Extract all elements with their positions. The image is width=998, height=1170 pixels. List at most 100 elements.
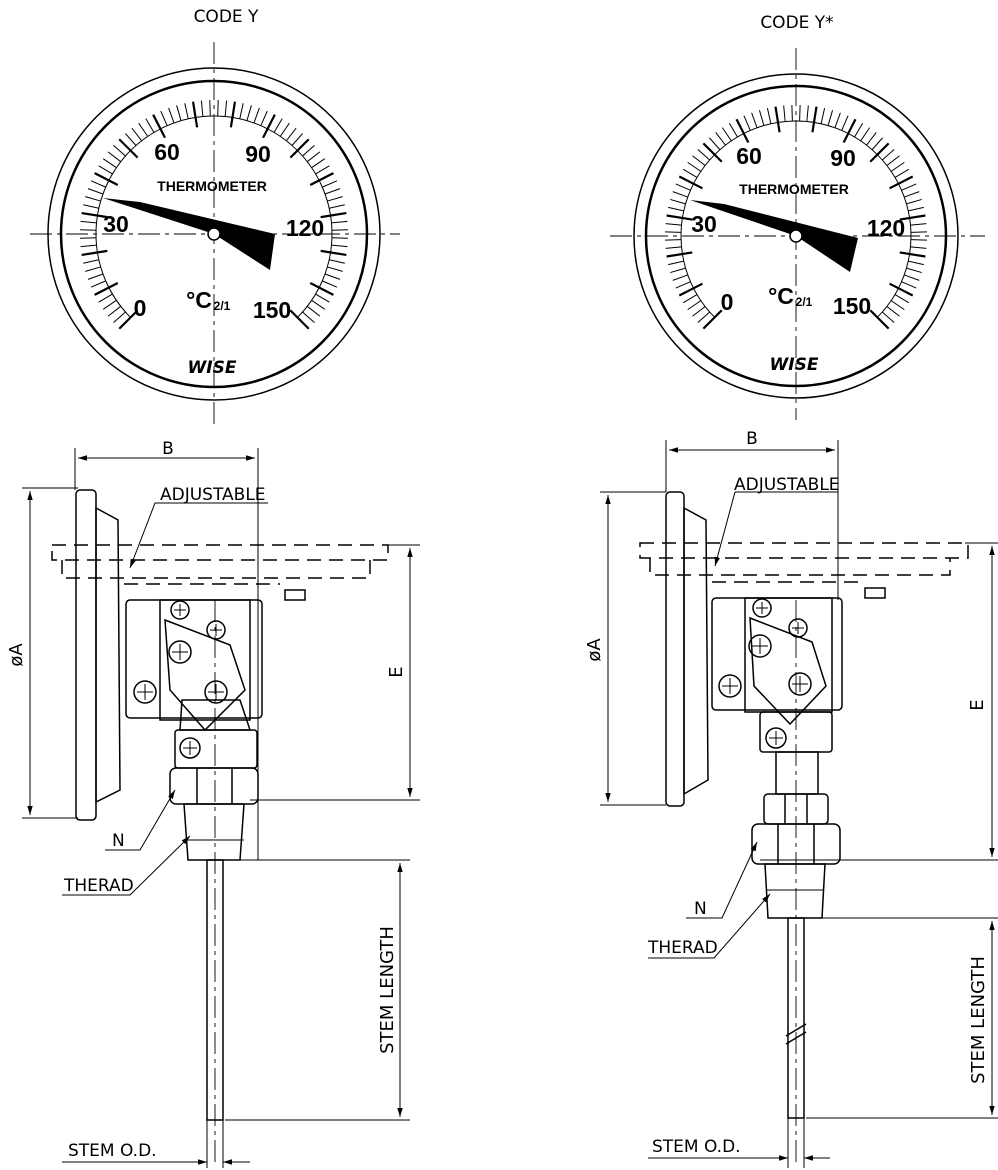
minor-tick bbox=[908, 260, 924, 266]
dial-title: THERMOMETER bbox=[739, 181, 849, 197]
minor-tick bbox=[107, 151, 122, 163]
minor-tick bbox=[329, 259, 345, 264]
major-tick bbox=[889, 282, 914, 297]
minor-tick bbox=[675, 281, 691, 289]
major-tick bbox=[320, 211, 347, 219]
minor-tick bbox=[246, 105, 252, 121]
minor-tick bbox=[125, 133, 137, 146]
major-tick bbox=[702, 142, 723, 163]
minor-tick bbox=[85, 266, 101, 272]
scale-label-120: 120 bbox=[286, 215, 324, 241]
label-stem-od: STEM O.D. bbox=[652, 1137, 741, 1157]
brand-logo: WISE bbox=[770, 355, 819, 375]
minor-tick bbox=[697, 148, 711, 161]
minor-tick bbox=[668, 260, 684, 266]
minor-tick bbox=[217, 100, 219, 117]
minor-tick bbox=[113, 311, 126, 323]
case-bezel bbox=[75, 489, 97, 821]
adjusted-case-hidden bbox=[51, 544, 389, 561]
minor-tick bbox=[324, 188, 341, 195]
major-tick bbox=[118, 309, 139, 330]
minor-tick bbox=[260, 110, 268, 126]
minor-tick bbox=[224, 100, 228, 117]
thread-leader bbox=[648, 893, 771, 959]
major-tick bbox=[889, 175, 914, 190]
minor-tick bbox=[160, 110, 168, 126]
minor-tick bbox=[102, 158, 117, 169]
scale-arc bbox=[680, 120, 912, 318]
minor-tick bbox=[708, 137, 721, 151]
label-thread: THERAD bbox=[63, 876, 134, 896]
minor-tick bbox=[90, 180, 106, 188]
major-tick bbox=[869, 309, 890, 330]
minor-tick bbox=[751, 112, 758, 128]
view-code-y: CODE Y 0 30 60 90 120 150 THERMOMETER °C… bbox=[6, 7, 420, 1168]
minor-tick bbox=[721, 127, 732, 142]
major-tick bbox=[289, 309, 310, 330]
minor-tick bbox=[331, 237, 348, 239]
major-tick bbox=[262, 114, 276, 139]
stem-head bbox=[174, 729, 258, 769]
minor-tick bbox=[209, 100, 211, 117]
n-leader bbox=[686, 841, 758, 919]
minor-tick bbox=[906, 198, 922, 205]
minor-tick bbox=[668, 206, 684, 212]
major-tick bbox=[94, 172, 119, 186]
thread-fitting bbox=[764, 863, 826, 919]
minor-tick bbox=[820, 108, 826, 124]
dial-face-y-star: 0 30 60 90 120 150 THERMOMETER °C 2/1 WI… bbox=[610, 48, 985, 420]
minor-tick bbox=[98, 165, 113, 175]
label-adjustable: ADJUSTABLE bbox=[734, 475, 840, 495]
minor-tick bbox=[322, 280, 338, 288]
side-view-y-star: B ADJUSTABLE øA E bbox=[584, 429, 998, 1168]
minor-tick bbox=[306, 151, 321, 163]
minor-tick bbox=[910, 231, 927, 233]
minor-tick bbox=[83, 259, 99, 264]
minor-tick bbox=[665, 231, 682, 233]
case-body bbox=[683, 506, 709, 796]
minor-tick bbox=[886, 306, 900, 317]
minor-tick bbox=[327, 196, 343, 202]
minor-tick bbox=[80, 237, 97, 239]
dial-pointer bbox=[690, 200, 858, 272]
major-tick bbox=[118, 138, 139, 159]
unit-sub: 2/1 bbox=[214, 299, 231, 313]
minor-tick bbox=[102, 299, 117, 310]
minor-tick bbox=[670, 267, 686, 274]
dial-pointer bbox=[103, 198, 275, 270]
label-stem-od: STEM O.D. bbox=[68, 1141, 157, 1161]
major-tick bbox=[152, 114, 166, 139]
minor-tick bbox=[331, 229, 348, 231]
minor-tick bbox=[665, 246, 682, 249]
major-tick bbox=[842, 118, 857, 143]
minor-tick bbox=[682, 294, 698, 304]
dial-face-y: 0 30 60 90 120 150 THERMOMETER °C 2/1 WI… bbox=[30, 42, 400, 424]
minor-tick bbox=[145, 118, 155, 133]
major-tick bbox=[666, 214, 693, 221]
minor-tick bbox=[315, 293, 330, 303]
scale-label-0: 0 bbox=[134, 295, 147, 321]
scale-label-30: 30 bbox=[103, 211, 129, 237]
minor-tick bbox=[302, 311, 315, 323]
minor-tick bbox=[329, 204, 345, 209]
major-tick bbox=[81, 249, 108, 257]
major-tick bbox=[869, 142, 890, 163]
pointer-hub bbox=[789, 229, 803, 243]
n-leader bbox=[105, 789, 176, 851]
minor-tick bbox=[901, 183, 917, 191]
minor-tick bbox=[758, 110, 765, 126]
major-tick bbox=[81, 211, 108, 219]
minor-tick bbox=[906, 267, 922, 274]
outer-bezel bbox=[47, 67, 381, 401]
scale-label-60: 60 bbox=[154, 139, 180, 165]
label-e: E bbox=[967, 699, 988, 710]
hinge-mechanism bbox=[125, 589, 306, 732]
minor-tick bbox=[311, 299, 326, 310]
major-tick bbox=[289, 138, 310, 159]
minor-tick bbox=[799, 105, 801, 122]
minor-tick bbox=[85, 196, 101, 202]
label-stem-length: STEM LENGTH bbox=[377, 926, 398, 1054]
minor-tick bbox=[866, 132, 877, 146]
scale-label-30: 30 bbox=[691, 211, 717, 237]
